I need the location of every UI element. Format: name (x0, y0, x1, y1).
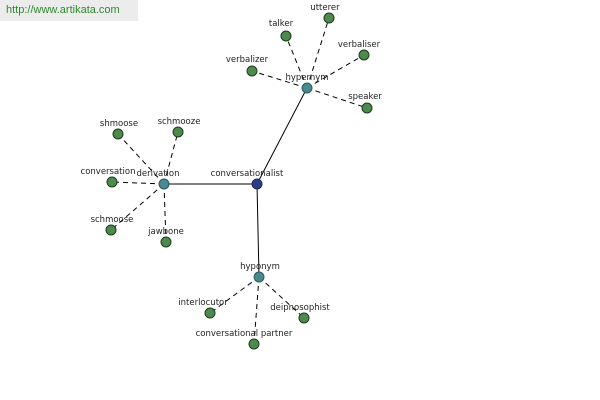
leaf-node-circle[interactable] (361, 102, 373, 114)
watermark-url: http://www.artikata.com (0, 0, 138, 21)
node-leaf-utterer[interactable]: utterer (310, 3, 340, 24)
node-leaf-schmoose[interactable]: schmoose (91, 215, 134, 236)
edge-hypernym-verbaliser (306, 54, 365, 89)
leaf-node-circle[interactable] (160, 236, 172, 248)
hub-node-label: hyponym (240, 262, 280, 272)
node-center[interactable]: conversationalist (211, 169, 284, 190)
node-leaf-talker[interactable]: talker (269, 19, 294, 42)
leaf-node-label: conversational partner (196, 329, 293, 339)
node-leaf-verbaliser[interactable]: verbaliser (338, 40, 381, 61)
node-hub-hyponym[interactable]: hyponym (240, 262, 280, 283)
leaf-node-circle[interactable] (204, 307, 216, 319)
leaf-node-circle[interactable] (105, 224, 117, 236)
edge-derivation-shmoose (117, 133, 165, 185)
center-node-label: conversationalist (211, 169, 284, 179)
node-leaf-conversational-partner[interactable]: conversational partner (196, 329, 293, 350)
leaf-node-circle[interactable] (246, 65, 258, 77)
leaf-node-circle[interactable] (298, 312, 310, 324)
leaf-node-label: conversation (81, 167, 136, 177)
edge-derivation-schmoose (110, 183, 165, 231)
leaf-node-label: schmoose (91, 215, 134, 225)
leaf-node-circle[interactable] (106, 176, 118, 188)
node-leaf-interlocutor[interactable]: interlocutor (178, 298, 228, 319)
edge-derivation-jawbone (163, 183, 167, 243)
hub-node-circle[interactable] (301, 82, 313, 94)
leaf-node-circle[interactable] (323, 12, 335, 24)
edge-center-hyponym (256, 183, 260, 278)
leaf-node-label: verbalizer (226, 55, 269, 65)
edge-hyponym-deipnosophist (258, 276, 305, 319)
node-leaf-jawbone[interactable]: jawbone (147, 227, 184, 248)
leaf-node-circle[interactable] (172, 126, 184, 138)
leaf-node-circle[interactable] (280, 30, 292, 42)
edge-center-hypernym (256, 87, 308, 185)
center-node-circle[interactable] (251, 178, 263, 190)
edge-hypernym-verbalizer (251, 70, 308, 89)
leaf-node-circle[interactable] (358, 49, 370, 61)
node-leaf-conversation[interactable]: conversation (81, 167, 136, 188)
leaf-node-label: schmooze (158, 117, 201, 127)
node-hub-hypernym[interactable]: hypernym (285, 73, 329, 94)
edge-hyponym-interlocutor (209, 276, 260, 314)
leaf-node-circle[interactable] (248, 338, 260, 350)
edge-hypernym-talker (285, 35, 308, 89)
edges (110, 17, 368, 345)
leaf-node-circle[interactable] (112, 128, 124, 140)
leaf-node-label: talker (269, 19, 294, 29)
node-leaf-shmoose[interactable]: shmoose (100, 119, 138, 140)
hub-node-label: hypernym (285, 73, 328, 83)
edge-derivation-conversation (111, 181, 165, 185)
nodes: conversationalist hypernym derivation hy… (81, 3, 382, 350)
node-leaf-schmooze[interactable]: schmooze (158, 117, 201, 138)
hub-node-circle[interactable] (158, 178, 170, 190)
leaf-node-label: deipnosophist (270, 303, 330, 313)
leaf-node-label: interlocutor (178, 298, 228, 308)
node-leaf-deipnosophist[interactable]: deipnosophist (270, 303, 330, 324)
leaf-node-label: utterer (310, 3, 340, 13)
edge-hyponym-conversational-partner (253, 276, 260, 345)
edge-hypernym-utterer (306, 17, 330, 89)
hub-node-label: derivation (136, 169, 179, 179)
node-leaf-speaker[interactable]: speaker (348, 92, 382, 114)
edge-hypernym-speaker (306, 87, 368, 109)
node-leaf-verbalizer[interactable]: verbalizer (226, 55, 269, 77)
leaf-node-label: shmoose (100, 119, 138, 129)
leaf-node-label: speaker (348, 92, 382, 102)
node-hub-derivation[interactable]: derivation (136, 169, 180, 190)
hub-node-circle[interactable] (253, 271, 265, 283)
leaf-node-label: verbaliser (338, 40, 381, 50)
leaf-node-label: jawbone (147, 227, 184, 237)
